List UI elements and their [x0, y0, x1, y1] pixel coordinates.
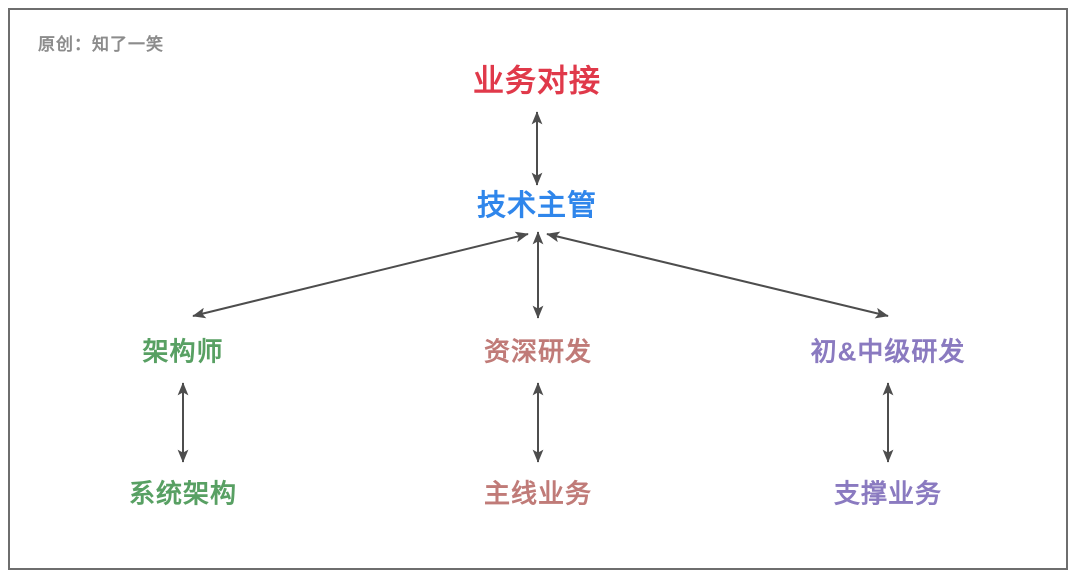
- node-junior-mid-dev[interactable]: 初&中级研发: [810, 336, 966, 367]
- node-tech-lead[interactable]: 技术主管: [476, 190, 598, 222]
- node-supporting-business[interactable]: 支撑业务: [833, 478, 943, 509]
- node-senior-dev[interactable]: 资深研发: [483, 336, 593, 367]
- node-architect[interactable]: 架构师: [142, 336, 224, 367]
- node-mainline-business[interactable]: 主线业务: [483, 478, 593, 509]
- watermark-text: 原创：知了一笑: [38, 35, 164, 54]
- node-system-architecture[interactable]: 系统架构: [128, 478, 238, 509]
- node-business-docking[interactable]: 业务对接: [473, 63, 601, 99]
